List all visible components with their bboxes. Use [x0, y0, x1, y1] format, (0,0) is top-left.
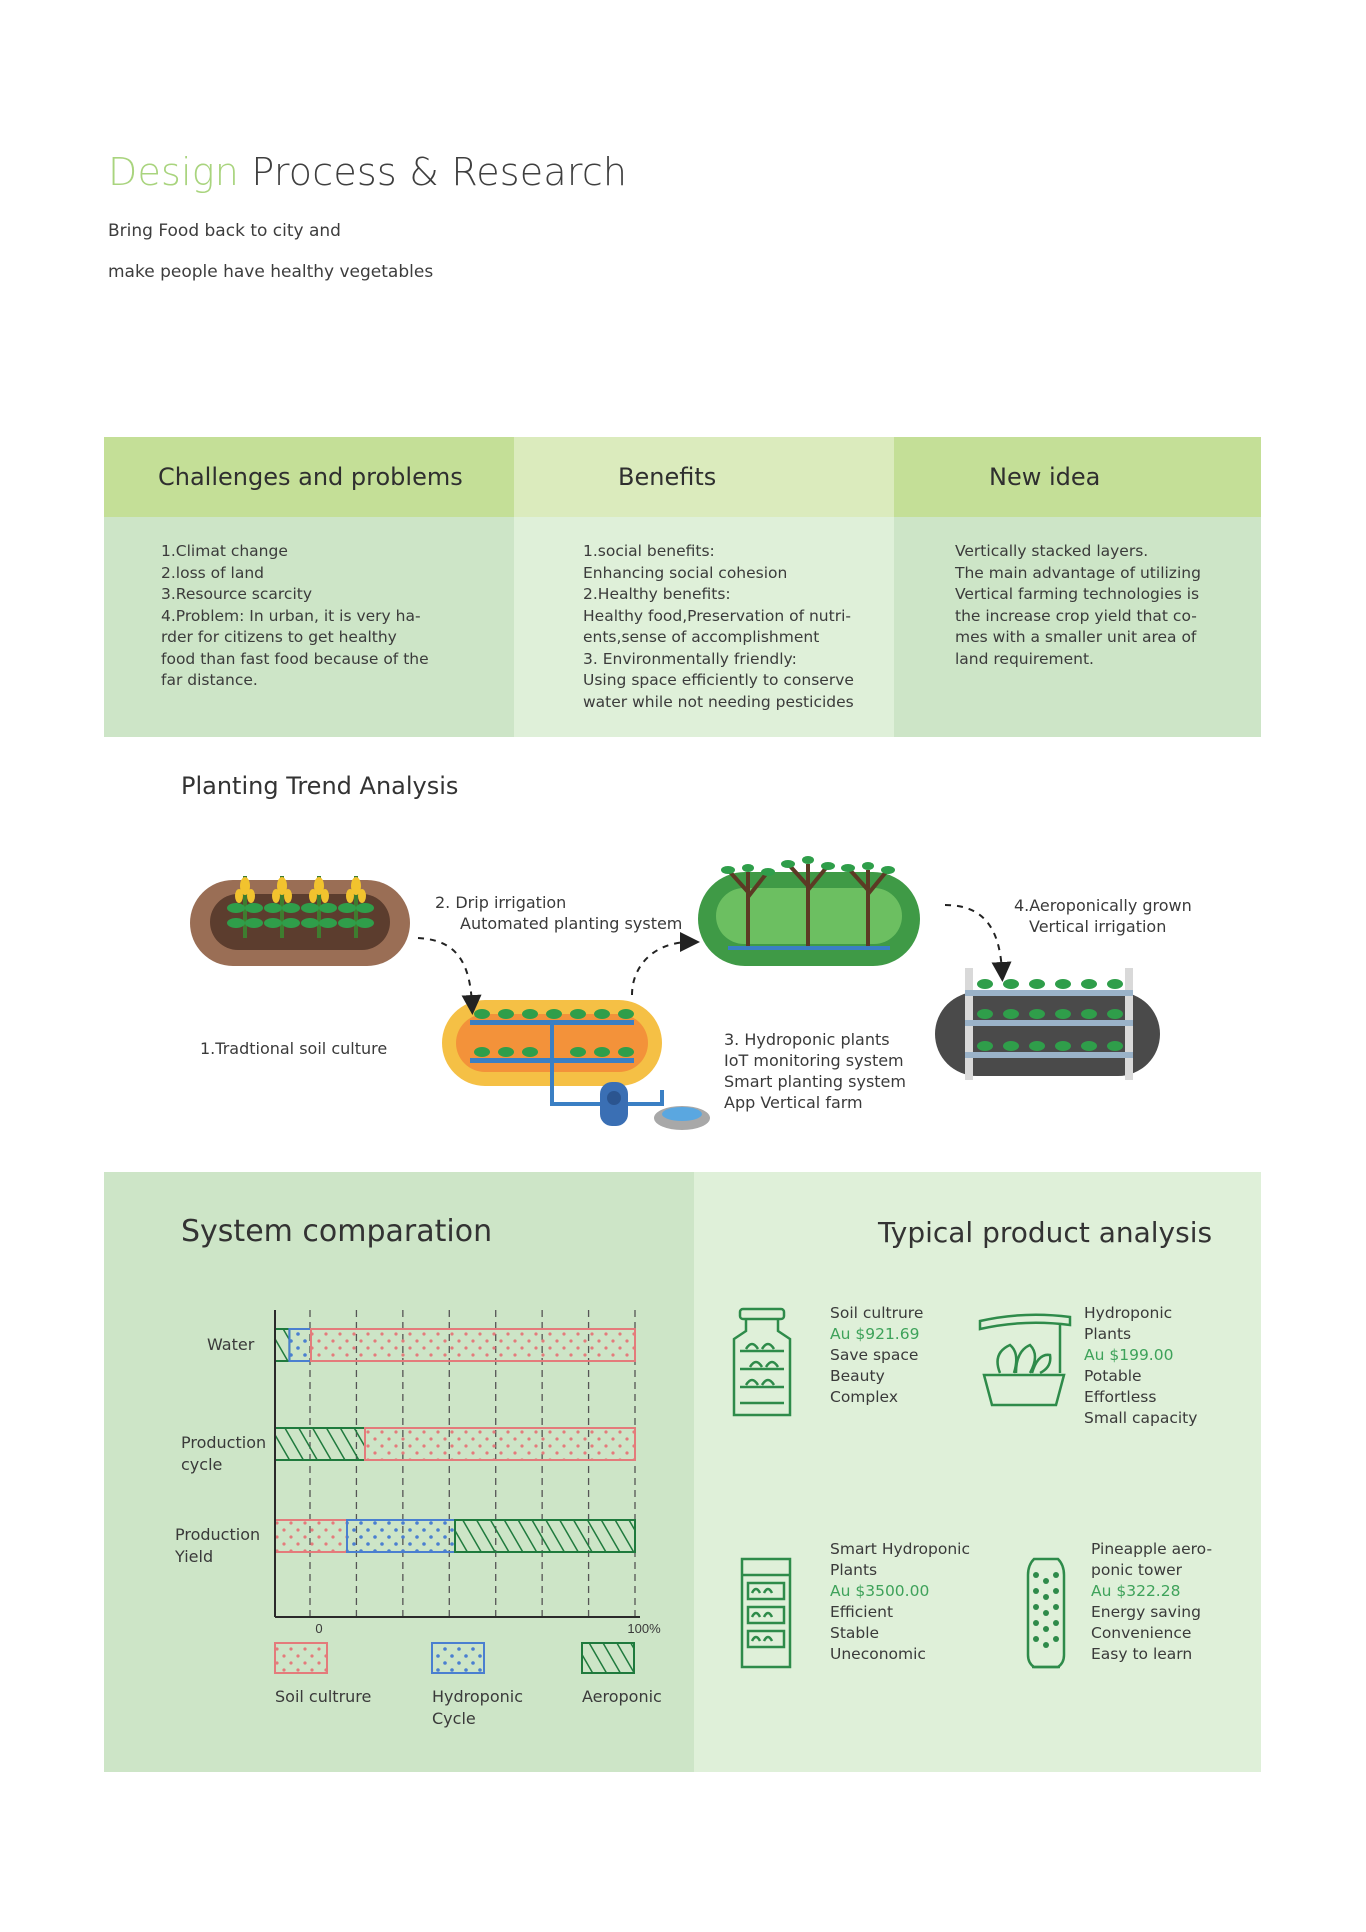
trend-title: Planting Trend Analysis [181, 772, 459, 800]
arrow-1-to-2 [417, 937, 482, 1015]
legend-swatch-aeroponic [581, 1642, 635, 1674]
product-hydroponic-plants: Hydroponic Plants Au $199.00 Potable Eff… [1084, 1303, 1197, 1429]
product-title: Typical product analysis [878, 1216, 1213, 1249]
step1-label: 1.Tradtional soil culture [200, 1039, 388, 1058]
info-panel: Challenges and problems 1.Climat change … [104, 437, 1261, 737]
legend-label-aeroponic: Aeroponic [582, 1687, 662, 1706]
row-label-yield: Production Yield [175, 1525, 261, 1566]
bar-hydroponic-cycle-0 [288, 1328, 312, 1362]
product-note: Potable [1084, 1367, 1142, 1385]
product-note: Beauty [830, 1367, 885, 1385]
product-note: Complex [830, 1388, 898, 1406]
challenges-column: Challenges and problems 1.Climat change … [104, 437, 514, 737]
new-idea-column: New idea Vertically stacked layers. The … [894, 437, 1261, 737]
comparison-title: System comparation [181, 1214, 493, 1249]
bar-hydroponic-cycle-2 [346, 1519, 456, 1553]
bar-soil-cultrure-2 [274, 1519, 348, 1553]
tick-end: 100% [627, 1621, 661, 1636]
challenges-text: 1.Climat change 2.loss of land 3.Resourc… [161, 542, 429, 689]
subtitle-line-2: make people have healthy vegetables [108, 262, 434, 282]
bar-aeroponic-1 [274, 1427, 366, 1461]
product-note: Save space [830, 1346, 919, 1364]
step4-line1: 4.Aeroponically grown [1014, 896, 1192, 915]
product-price: Au $199.00 [1084, 1346, 1174, 1364]
title-rest: Process & Research [239, 150, 628, 194]
product-note: Small capacity [1084, 1409, 1198, 1427]
aeroponic-tower-icon [1026, 1557, 1066, 1669]
hydroponic-trees-icon [698, 856, 920, 966]
new-idea-heading: New idea [894, 437, 1261, 517]
soil-planter-icon [190, 876, 410, 966]
bar-soil-cultrure-0 [310, 1328, 636, 1362]
subtitle-line-1: Bring Food back to city and [108, 221, 341, 241]
product-price: Au $921.69 [830, 1325, 920, 1343]
bar-aeroponic-0 [274, 1328, 291, 1362]
step4-line2: Vertical irrigation [1029, 917, 1167, 936]
hydroponic-planter-icon [978, 1313, 1072, 1407]
step3-label: 3. Hydroponic plants IoT monitoring syst… [724, 1030, 906, 1112]
legend-label-hydroponic: Hydroponic Cycle [432, 1687, 523, 1728]
product-smart-hydroponic: Smart Hydroponic Plants Au $3500.00 Effi… [830, 1539, 970, 1665]
step2-line1: 2. Drip irrigation [435, 893, 567, 912]
title-accent: Design [108, 150, 240, 194]
tick-start: 0 [315, 1621, 322, 1636]
product-note: Convenience [1091, 1624, 1192, 1642]
product-note: Energy saving [1091, 1603, 1201, 1621]
comparison-chart: 0 100% [274, 1310, 661, 1674]
bar-aeroponic-2 [454, 1519, 636, 1553]
row-label-water: Water [207, 1335, 255, 1354]
product-note: Stable [830, 1624, 880, 1642]
product-note: Effortless [1084, 1388, 1157, 1406]
smart-hydroponic-cabinet-icon [740, 1557, 792, 1669]
product-note: Easy to learn [1091, 1645, 1193, 1663]
legend-label-soil: Soil cultrure [275, 1687, 372, 1706]
drip-irrigation-icon [442, 1000, 710, 1130]
bar-soil-cultrure-1 [364, 1427, 636, 1461]
arrow-2-to-3 [631, 932, 700, 996]
product-name: Smart Hydroponic Plants [830, 1540, 970, 1579]
page-title: Design Process & Research [108, 150, 627, 194]
product-name: Soil cultrure [830, 1304, 924, 1322]
product-note: Uneconomic [830, 1645, 926, 1663]
row-label-cycle: Production cycle [181, 1433, 267, 1474]
product-note: Efficient [830, 1603, 894, 1621]
product-price: Au $322.28 [1091, 1582, 1181, 1600]
product-soil-culture: Soil cultrure Au $921.69 Save space Beau… [830, 1303, 923, 1408]
new-idea-text: Vertically stacked layers. The main adva… [955, 542, 1201, 668]
step2-line2: Automated planting system [460, 914, 683, 933]
benefits-text: 1.social benefits: Enhancing social cohe… [583, 542, 854, 711]
legend-swatch-hydroponic [431, 1642, 485, 1674]
flow-arrows [417, 904, 1012, 1015]
product-price: Au $3500.00 [830, 1582, 930, 1600]
legend-swatch-soil [274, 1642, 328, 1674]
soil-culture-jar-icon [732, 1307, 792, 1417]
benefits-heading: Benefits [514, 437, 894, 517]
arrow-3-to-4 [944, 904, 1012, 982]
benefits-column: Benefits 1.social benefits: Enhancing so… [514, 437, 894, 737]
product-panel [694, 1172, 1261, 1772]
vertical-farm-rack-icon [935, 968, 1160, 1080]
product-name: Hydroponic Plants [1084, 1304, 1173, 1343]
product-name: Pineapple aero- ponic tower [1091, 1540, 1213, 1579]
product-aeroponic-tower: Pineapple aero- ponic tower Au $322.28 E… [1091, 1539, 1212, 1665]
challenges-heading: Challenges and problems [104, 437, 514, 517]
